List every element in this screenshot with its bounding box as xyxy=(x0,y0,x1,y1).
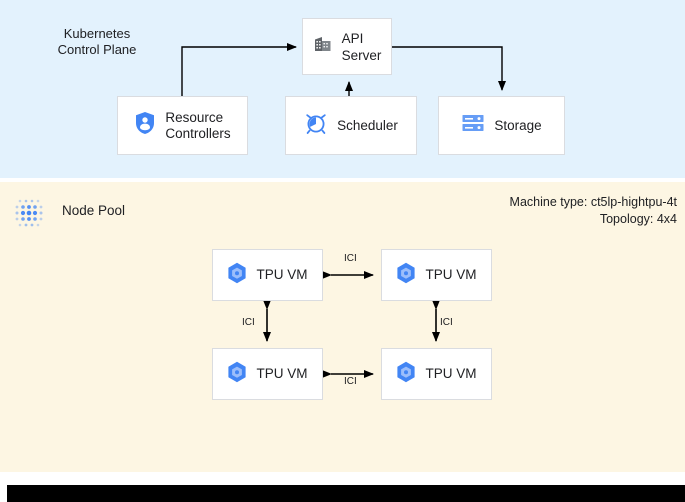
alarm-clock-icon xyxy=(304,111,328,140)
ici-label-top: ICI xyxy=(344,253,357,264)
node-box-api-server[interactable]: API Server xyxy=(302,18,392,75)
node-box-label: TPU VM xyxy=(256,366,308,381)
node-box-label: Resource Controllers xyxy=(165,109,231,141)
control-plane-title: Kubernetes Control Plane xyxy=(57,26,137,57)
node-box-label: Storage xyxy=(494,117,542,133)
node-box-resource-controllers[interactable]: Resource Controllers xyxy=(117,96,248,155)
node-box-tpu-vm-3[interactable]: TPU VM xyxy=(381,348,492,400)
building-icon xyxy=(313,34,333,59)
server-rack-icon xyxy=(461,113,485,138)
machine-type-topology-caption: Machine type: ct5lp-hightpu-4t Topology:… xyxy=(509,195,677,226)
node-box-label: TPU VM xyxy=(425,267,477,282)
node-box-label: API Server xyxy=(341,30,382,63)
node-box-label: TPU VM xyxy=(256,267,308,282)
ici-label-left: ICI xyxy=(242,317,255,328)
ici-label-bottom: ICI xyxy=(344,376,357,387)
hexagon-node-icon xyxy=(396,262,416,289)
node-box-tpu-vm-2[interactable]: TPU VM xyxy=(212,348,323,400)
node-box-label: TPU VM xyxy=(425,366,477,381)
bottom-bar xyxy=(7,485,685,502)
shield-user-icon xyxy=(134,111,156,140)
hexagon-node-icon xyxy=(227,262,247,289)
node-box-scheduler[interactable]: Scheduler xyxy=(285,96,417,155)
node-box-tpu-vm-0[interactable]: TPU VM xyxy=(212,249,323,301)
node-box-tpu-vm-1[interactable]: TPU VM xyxy=(381,249,492,301)
node-box-storage[interactable]: Storage xyxy=(438,96,565,155)
dot-matrix-icon xyxy=(14,195,50,231)
node-pool-panel xyxy=(0,182,685,472)
hexagon-node-icon xyxy=(396,361,416,388)
ici-label-right: ICI xyxy=(440,317,453,328)
hexagon-node-icon xyxy=(227,361,247,388)
node-pool-label: Node Pool xyxy=(62,203,126,218)
node-box-label: Scheduler xyxy=(337,117,398,133)
